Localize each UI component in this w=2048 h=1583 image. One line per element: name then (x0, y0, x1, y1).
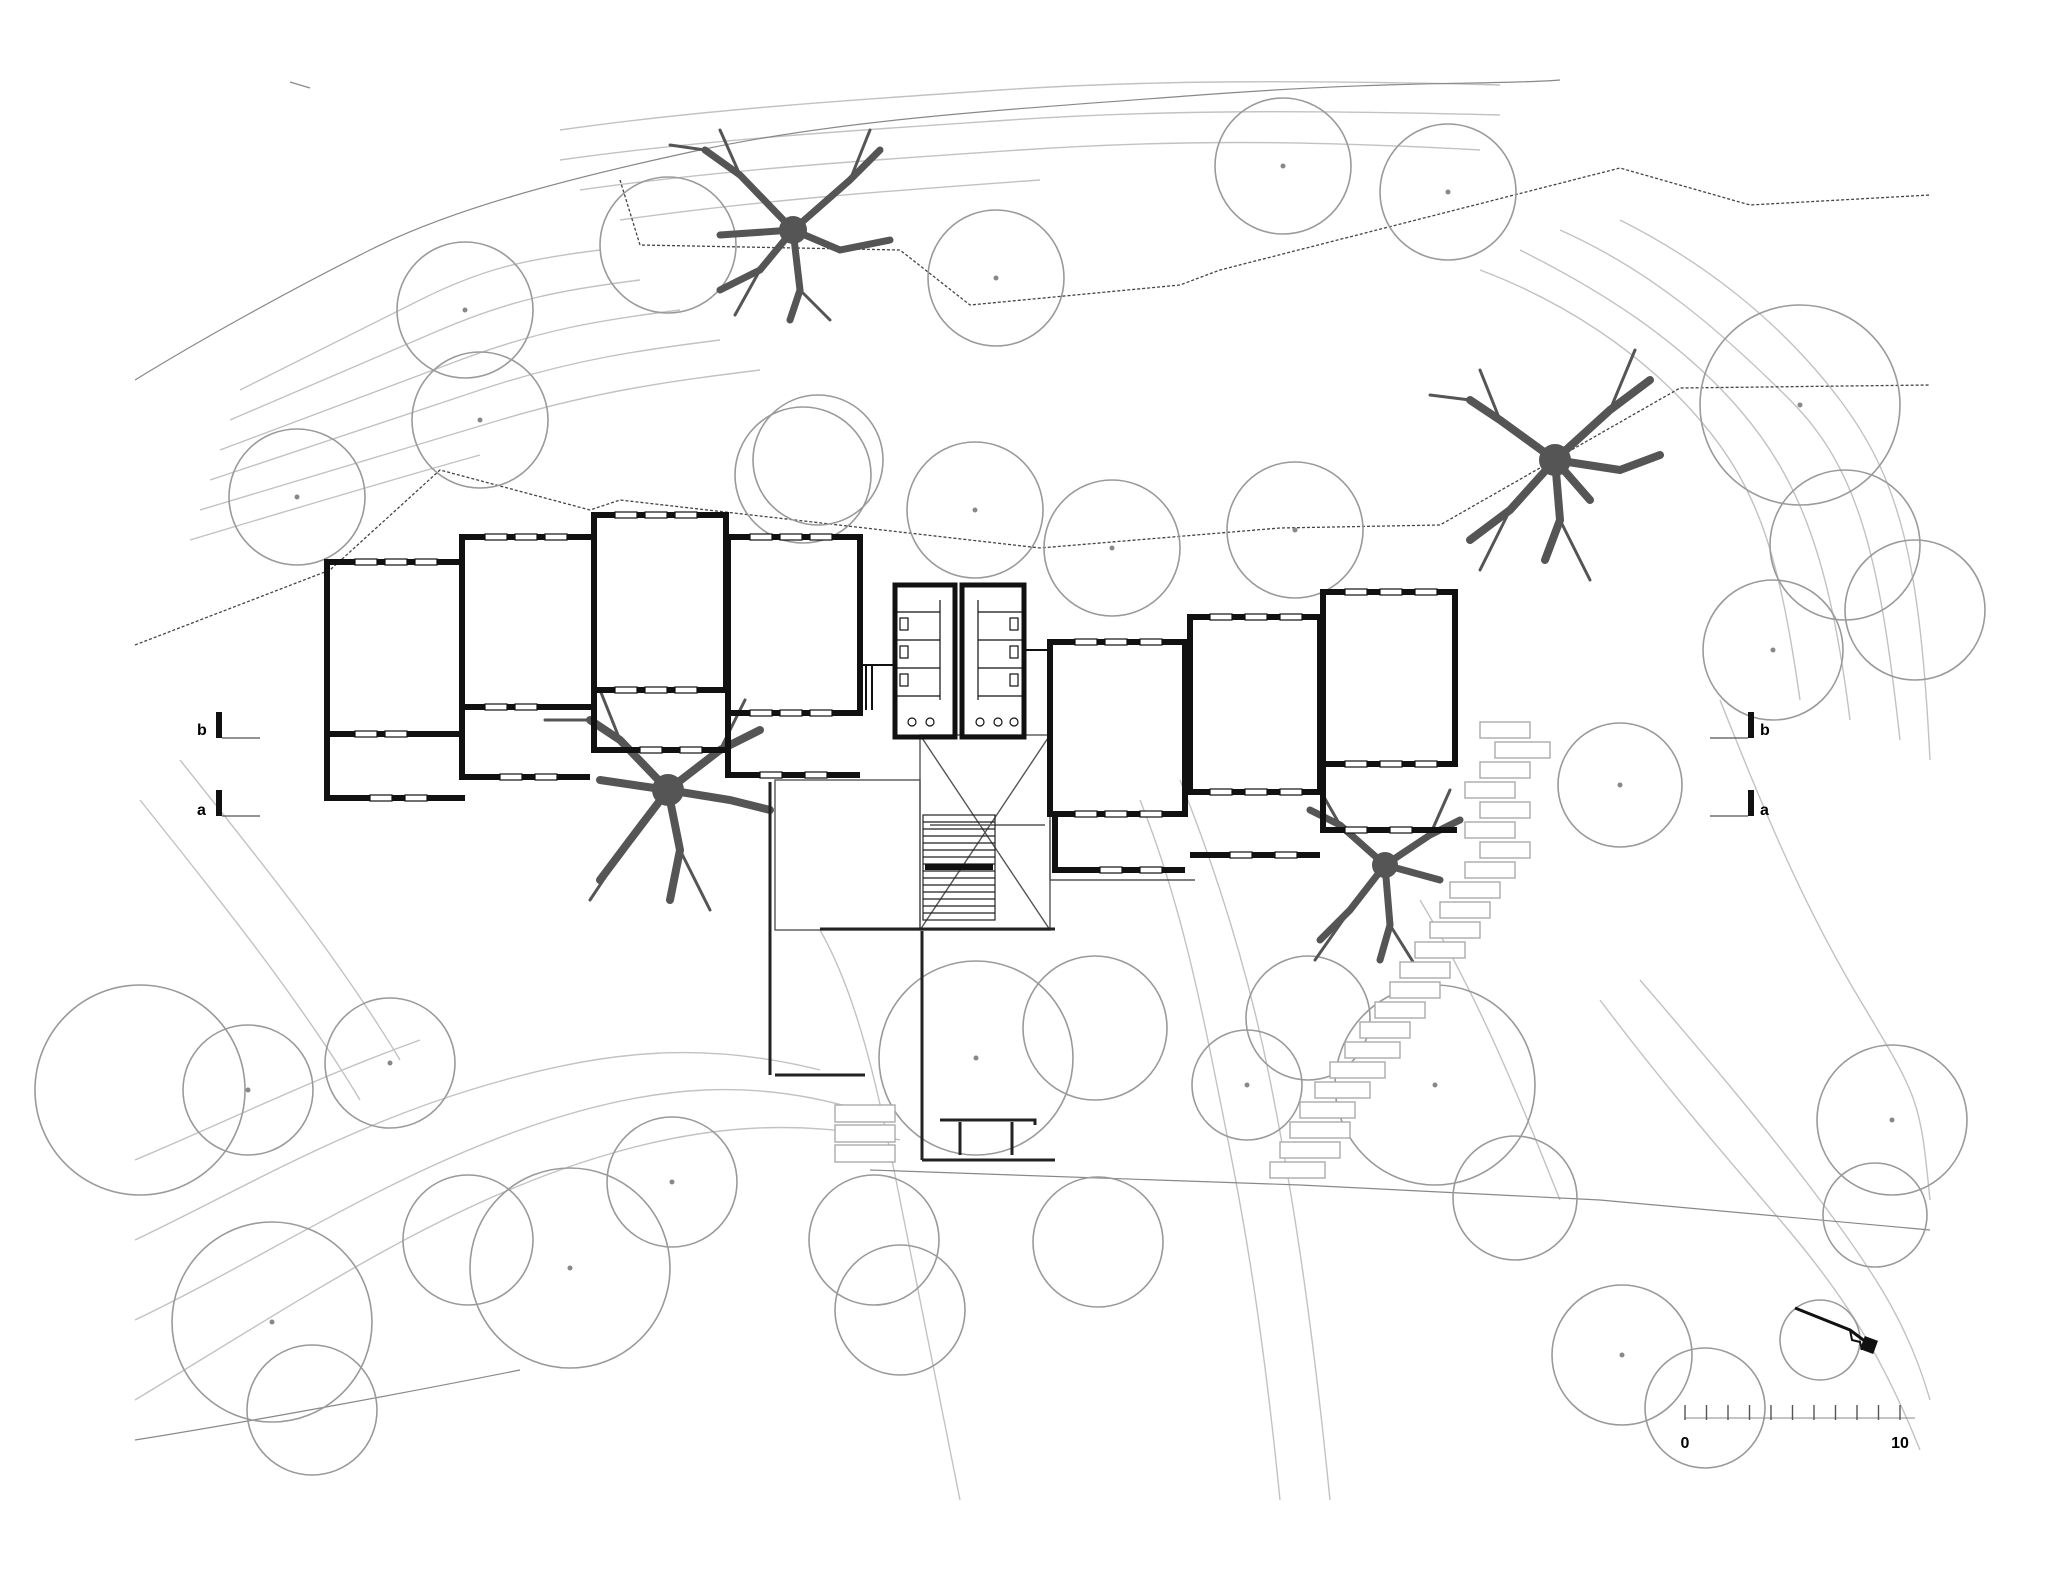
scale-end-label: 10 (1891, 1435, 1909, 1452)
classroom-walls (324, 512, 1458, 873)
section-marker-a-left: a (197, 790, 260, 819)
tree-canopies (34, 97, 1986, 1476)
section-label: a (1760, 802, 1769, 819)
openings (354, 511, 1438, 874)
section-marker-b-right: b (1710, 712, 1770, 739)
tree-centers (245, 163, 1895, 1358)
scale-ticks (1684, 1405, 1901, 1420)
link-walls (862, 649, 1048, 710)
tree-trunks (652, 216, 1571, 878)
section-label: b (197, 722, 207, 739)
stair-landing-wall (925, 864, 993, 870)
section-label: b (1760, 722, 1770, 739)
section-marker-a-right: a (1710, 790, 1769, 819)
branch-tree-icon (1306, 788, 1464, 967)
circulation (774, 734, 1195, 931)
scale-bar: 0 10 (1681, 1405, 1915, 1452)
toilet-block (892, 582, 1027, 740)
section-label: a (197, 802, 206, 819)
section-marker-b-left: b (197, 712, 260, 739)
branch-tree-icon (668, 128, 894, 324)
scale-start-label: 0 (1681, 1435, 1690, 1452)
contour-lines (134, 81, 1931, 1501)
stepping-stones-left (834, 1104, 896, 1163)
stepping-stones (1269, 721, 1551, 1179)
branch-tree-icon (1428, 348, 1664, 582)
site-boundary (134, 167, 1931, 646)
north-arrow-icon (1794, 1306, 1878, 1354)
entrance-walls (768, 782, 1055, 1162)
